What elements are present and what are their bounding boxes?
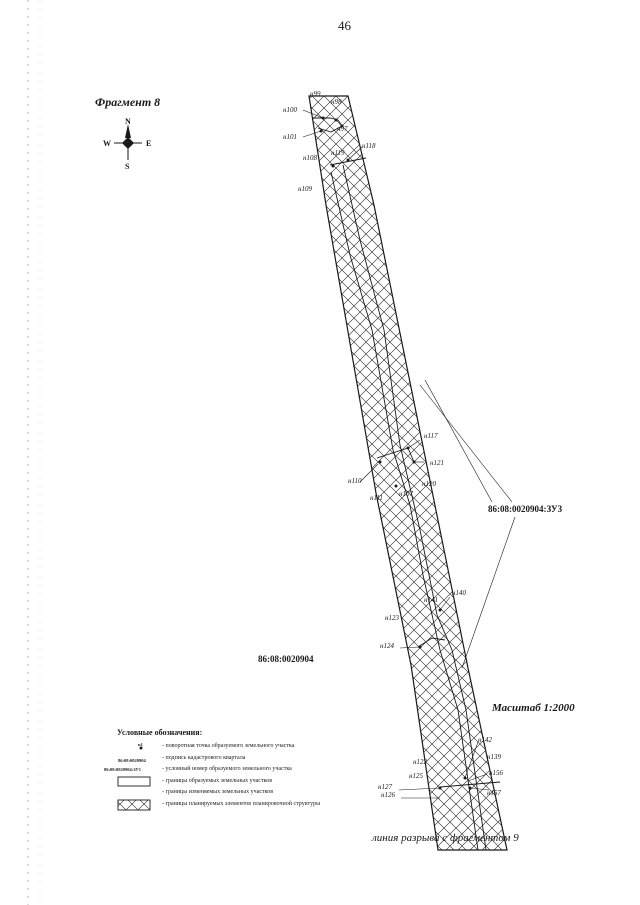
point-labels: н99 н98 н100 н97 н101 н118 н108 н119 н10… xyxy=(283,90,503,799)
leader-line xyxy=(419,384,513,503)
turning-point xyxy=(340,124,344,128)
turning-point xyxy=(394,484,398,488)
turning-points xyxy=(319,116,472,790)
point-label: н99 xyxy=(310,90,321,98)
turning-point xyxy=(406,446,410,450)
point-label: н126 xyxy=(381,791,395,799)
point-label: н124 xyxy=(380,642,394,650)
point-label: н101 xyxy=(283,133,297,141)
leader-line xyxy=(347,146,363,161)
turning-point xyxy=(463,776,467,780)
plot-boundary-line xyxy=(417,637,446,648)
legend-item: - границы планируемых элементов планиров… xyxy=(162,801,321,807)
point-label: н118 xyxy=(362,142,376,150)
point-label: н98 xyxy=(331,98,342,106)
turning-point xyxy=(346,158,350,162)
planned-structure-strip xyxy=(308,95,508,851)
compass-north-label: N xyxy=(125,117,131,126)
turning-point xyxy=(321,116,325,120)
leader-line xyxy=(399,646,421,649)
point-label: н117 xyxy=(424,432,438,440)
legend-item: - границы изменяемых земельных участков xyxy=(162,789,274,795)
point-label: н121 xyxy=(430,459,444,467)
turning-point xyxy=(412,460,416,464)
point-label: н139 xyxy=(487,753,501,761)
leader-line xyxy=(407,439,421,449)
turning-point xyxy=(319,129,323,133)
compass-east-label: E xyxy=(146,139,151,148)
compass-rose: N S W E xyxy=(103,117,151,171)
leader-line xyxy=(439,596,451,611)
turning-point xyxy=(468,786,472,790)
leader-line xyxy=(469,787,490,791)
point-label: н142 xyxy=(478,736,492,744)
leader-line xyxy=(424,379,493,503)
point-label: н122 xyxy=(413,758,427,766)
point-label: н120 xyxy=(422,480,436,488)
point-label: н108 xyxy=(303,154,317,162)
legend-sample-plot: 86:08:0020904:ЗУ1 xyxy=(104,767,142,772)
leader-line xyxy=(398,787,441,791)
turning-point xyxy=(334,118,338,122)
compass-south-label: S xyxy=(125,162,130,171)
point-label: н127 xyxy=(378,783,392,791)
point-label: н156 xyxy=(489,769,503,777)
plot-number-label: 86:08:0020904:ЗУ3 xyxy=(488,504,563,514)
point-label: н125 xyxy=(409,772,423,780)
inner-boundary-line xyxy=(330,171,479,851)
point-label: н97 xyxy=(337,125,348,133)
legend-item: - поворотная точка образуемого земельног… xyxy=(162,743,295,749)
point-label: н109 xyxy=(298,185,312,193)
break-line-label: линия разрыва с фрагментом 9 xyxy=(372,832,519,844)
point-label: н100 xyxy=(283,106,297,114)
legend-title: Условные обозначения: xyxy=(117,728,203,737)
leader-line xyxy=(467,773,488,782)
turning-point xyxy=(438,608,442,612)
legend-sample-quarter: 86:08:0020904 xyxy=(118,758,146,763)
legend-item: - подпись кадастрового квартала xyxy=(162,755,246,761)
compass-center xyxy=(122,137,134,149)
cadastral-quarter-label: 86:08:0020904 xyxy=(258,654,314,664)
legend-item: - условный номер образуемого земельного … xyxy=(162,766,292,772)
plot-boundary-line xyxy=(439,781,501,788)
turning-point xyxy=(331,164,335,168)
legend-new-plot-symbol xyxy=(117,776,151,787)
legend-planned-structure-symbol xyxy=(117,799,151,811)
plot-boundary-line xyxy=(313,117,343,133)
leader-lines xyxy=(302,109,516,799)
compass-north-arrow xyxy=(125,124,131,138)
point-label: н110 xyxy=(348,477,362,485)
leader-line xyxy=(359,463,379,483)
legend-item: - границы образуемых земельных участков xyxy=(162,778,273,784)
legend-symbols xyxy=(117,746,151,811)
point-label: н107 xyxy=(399,490,413,498)
turning-point xyxy=(418,645,422,649)
point-label: н119 xyxy=(331,149,345,157)
compass-west-label: W xyxy=(103,139,111,148)
leader-line xyxy=(464,741,479,779)
legend-sample-point: н1 xyxy=(138,742,143,747)
leader-line xyxy=(302,109,324,119)
scale-label: Масштаб 1:2000 xyxy=(492,702,575,714)
legend-point-symbol xyxy=(139,746,143,750)
fragment-title: Фрагмент 8 xyxy=(95,95,161,109)
leader-line xyxy=(461,516,516,669)
point-label: н141 xyxy=(424,596,438,604)
leader-line xyxy=(302,130,322,138)
turning-point xyxy=(438,786,442,790)
point-label: н123 xyxy=(385,614,399,622)
turning-point xyxy=(378,460,382,464)
inner-boundary-line xyxy=(342,164,487,851)
point-label: н140 xyxy=(452,589,466,597)
point-label: н157 xyxy=(487,789,501,797)
page-number: 46 xyxy=(338,18,351,33)
point-label: н111 xyxy=(370,494,383,502)
